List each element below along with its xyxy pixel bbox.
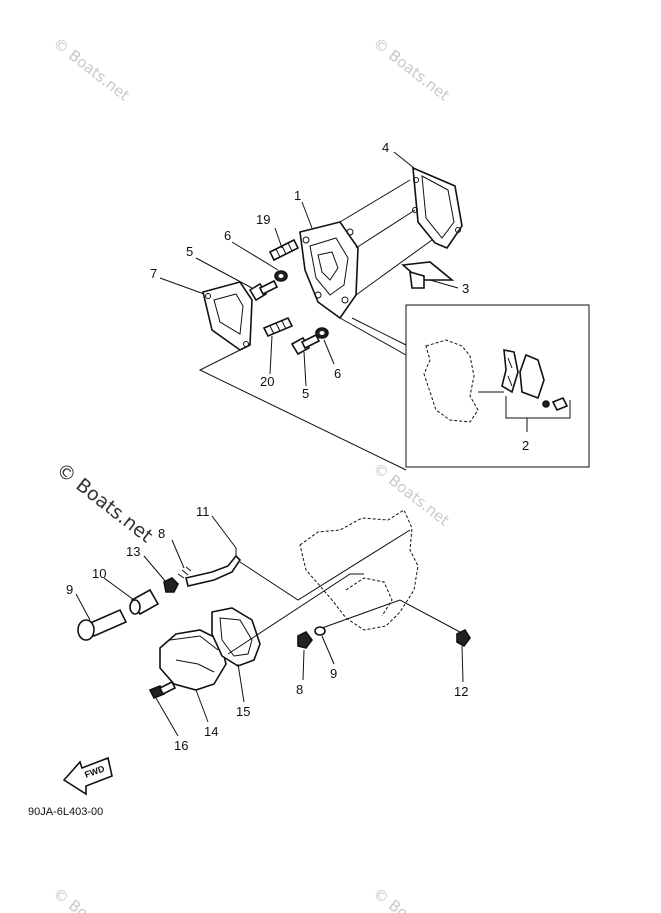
callout-9: 9 — [330, 666, 337, 681]
svg-text:© Boats.net: © Boats.net — [50, 884, 133, 913]
part-1-manifold — [299, 179, 433, 320]
svg-text:© Boats.net: © Boats.net — [370, 34, 453, 105]
part-8-nut — [297, 630, 313, 649]
part-11-bolt — [77, 608, 128, 641]
callout-5-upper: 5 — [186, 244, 193, 259]
callout-6-lower: 6 — [334, 366, 341, 381]
crankcase-outline — [299, 509, 419, 631]
part-7-gasket — [202, 281, 253, 351]
watermark-bottom-right: © Boats.net — [370, 884, 453, 913]
part-6-washer-lower — [315, 327, 329, 339]
part-17-plate — [211, 607, 261, 667]
part-19-stud — [268, 238, 300, 262]
part-13-pipe — [185, 529, 411, 601]
assembly-lines-upper — [198, 317, 407, 471]
callout-18: 16 — [174, 738, 188, 753]
callout-7: 7 — [150, 266, 157, 281]
part-9-washer — [314, 626, 326, 636]
callouts: 4 1 19 6 5 7 3 20 5 6 2 11 8 13 10 9 8 — [66, 140, 529, 753]
part-16-cover — [159, 629, 227, 691]
watermark-top-right: © Boats.net — [370, 34, 453, 105]
callout-17: 15 — [236, 704, 250, 719]
callout-12: 10 — [92, 566, 106, 581]
svg-text:© Boats.net: © Boats.net — [52, 459, 157, 548]
diagram-code: 90JA-6L403-00 — [28, 806, 104, 818]
part-5-bolt-upper — [248, 279, 279, 302]
watermark-dark: © Boats.net — [52, 459, 157, 548]
part-14-nut — [456, 628, 471, 648]
watermark-middle: © Boats.net — [370, 459, 453, 530]
callout-13: 11 — [196, 504, 210, 519]
watermark-top-left: © Boats.net — [50, 34, 133, 105]
fwd-arrow-icon: FWD — [62, 756, 113, 796]
svg-text:© Boats.net: © Boats.net — [370, 459, 453, 530]
callout-15: 13 — [126, 544, 140, 559]
callout-5-lower: 5 — [302, 386, 309, 401]
part-15-nut — [163, 577, 179, 593]
watermark-bottom-left: © Boats.net — [50, 884, 133, 913]
part-18-screw — [148, 680, 177, 700]
detail-inset — [405, 304, 590, 468]
callout-4: 4 — [382, 140, 389, 155]
callout-6-upper: 6 — [224, 228, 231, 243]
callout-20: 20 — [260, 374, 274, 389]
assembly-lines-lower — [227, 573, 461, 655]
part-10-stud — [177, 566, 192, 579]
part-12-fitting — [129, 588, 160, 616]
part-3-reed — [401, 261, 455, 289]
svg-text:© Boats.net: © Boats.net — [50, 34, 133, 105]
part-5-bolt-lower — [290, 333, 321, 356]
part-6-washer-upper — [274, 270, 288, 282]
part-20-stud — [262, 316, 294, 338]
callout-1: 1 — [294, 188, 301, 203]
svg-text:© Boats.net: © Boats.net — [370, 884, 453, 913]
callout-11: 9 — [66, 582, 73, 597]
callout-10: 8 — [158, 526, 165, 541]
callout-19: 19 — [256, 212, 270, 227]
part-4-gasket — [412, 166, 463, 249]
callout-14: 12 — [454, 684, 468, 699]
callout-3: 3 — [462, 281, 469, 296]
callout-16: 14 — [204, 724, 218, 739]
callout-2: 2 — [522, 438, 529, 453]
callout-8: 8 — [296, 682, 303, 697]
